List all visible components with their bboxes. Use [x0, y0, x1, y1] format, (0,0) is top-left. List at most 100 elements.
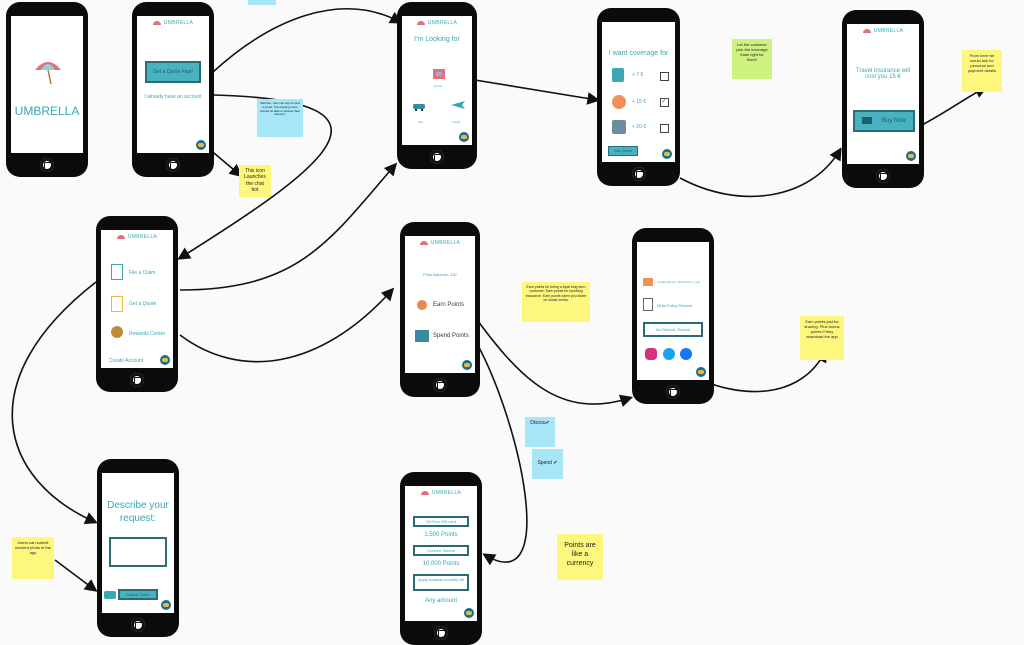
arrow-looking-to-coverage [474, 79, 601, 105]
screen-splash: UMBRELLA [11, 16, 83, 153]
note-incident-photo: Users can submit incident photo in the a… [12, 537, 54, 579]
umbrella-logo-icon [420, 490, 429, 495]
chat-bot-icon[interactable] [662, 149, 672, 159]
chat-bot-icon[interactable] [161, 600, 171, 610]
luggage-icon [612, 68, 624, 82]
home-button[interactable] [876, 169, 890, 183]
coverage-price-2: + 15 € [632, 99, 647, 105]
quote-icon [111, 296, 123, 312]
submit-claim-button[interactable]: Submit Claim [118, 589, 158, 600]
note-account: Member, user can sign-in and a quote. Pr… [257, 99, 303, 137]
medal-icon [111, 326, 123, 338]
request-text-area[interactable] [109, 537, 167, 567]
chat-bot-icon[interactable] [696, 367, 706, 377]
looking-item-travel: Travel [452, 120, 461, 124]
chat-bot-icon[interactable] [459, 132, 469, 142]
document-icon [643, 298, 653, 311]
create-account-link[interactable]: Create Account [109, 358, 144, 364]
phone-splash: UMBRELLA [6, 2, 88, 177]
clipboard-icon [111, 264, 123, 280]
note-currency: Points are like a currency [557, 534, 603, 580]
chat-bot-icon[interactable] [464, 608, 474, 618]
coverage-checkbox-2[interactable]: ✓ [660, 96, 669, 107]
app-header: UMBRELLA [405, 490, 477, 496]
home-button[interactable] [433, 378, 447, 392]
home-button[interactable] [40, 158, 54, 172]
bags-icon [415, 330, 429, 342]
coverage-price-3: + 20 € [632, 124, 647, 130]
home-button[interactable] [166, 158, 180, 172]
reward-bill-points: Any amount [424, 598, 458, 604]
phone-request: Describe your request: Submit Claim [97, 459, 179, 637]
check-icon: ✔ [553, 460, 558, 466]
splash-title: UMBRELLA [14, 104, 80, 118]
home-icon[interactable] [432, 66, 446, 80]
chat-bot-icon[interactable] [196, 140, 206, 150]
phone-coverage: I want coverage for + 7 € + 15 € ✓ + 20 … [597, 8, 680, 186]
earn-points-link[interactable]: Earn Points [433, 302, 465, 308]
arrow-start-to-looking [212, 8, 403, 73]
plane-icon[interactable] [450, 98, 466, 112]
home-button[interactable] [631, 167, 646, 181]
home-button[interactable] [434, 626, 448, 640]
note-pick-coverage: Let the customer pick the coverage thats… [732, 39, 772, 79]
hands-icon [612, 95, 626, 109]
car-icon[interactable] [412, 101, 426, 111]
instagram-icon[interactable] [645, 348, 657, 360]
chat-bot-icon[interactable] [462, 360, 472, 370]
request-title: Describe your request: [107, 500, 169, 524]
arrow-photo-note [54, 559, 98, 592]
buy-now-button[interactable]: Buy Now [853, 110, 915, 132]
note-chat-bot: This icon Launches the chat bot [239, 165, 271, 197]
screen-earn: Loyalty Bonus: 150 Points / year Multi-P… [637, 242, 709, 380]
coverage-get-quote-button[interactable]: Get Quote [608, 146, 638, 156]
reward-gift-card[interactable]: 15 Euro Gift card [413, 516, 469, 527]
check-icon: ✓ [661, 96, 668, 105]
home-button[interactable] [430, 150, 444, 164]
note-payment: From here we would ask for personal and … [962, 50, 1002, 92]
home-button[interactable] [130, 373, 144, 387]
menu-item-rewards[interactable]: Rewards Center [129, 331, 166, 337]
refund-box[interactable]: No Refund, Refund [643, 322, 703, 337]
note-top-blue [248, 0, 276, 5]
note-earn-info: Earn points for being a loyal long term … [522, 282, 590, 322]
menu-item-file-claim[interactable]: File a Claim [129, 270, 156, 276]
app-header: UMBRELLA [101, 234, 173, 240]
camera-icon[interactable] [104, 591, 116, 599]
screen-coverage: I want coverage for + 7 € + 15 € ✓ + 20 … [602, 22, 675, 162]
note-discount: Discou✔ [525, 417, 555, 447]
menu-item-get-quote[interactable]: Get a Quote [129, 301, 157, 307]
screen-points: UMBRELLA Point Balance: 332 Earn Points … [405, 236, 475, 373]
spend-points-link[interactable]: Spend Points [433, 333, 469, 339]
chat-bot-icon[interactable] [160, 355, 170, 365]
coverage-checkbox-3[interactable] [660, 124, 669, 133]
twitter-icon[interactable] [663, 348, 675, 360]
umbrella-logo-icon [416, 20, 425, 25]
get-quote-button[interactable]: Get a Quote Fast! [145, 61, 201, 83]
arrow-spend-to-rewards [474, 339, 528, 566]
account-link[interactable]: I already have an account [144, 94, 202, 100]
phone-menu: UMBRELLA File a Claim Get a Quote Reward… [96, 216, 178, 392]
screen-request: Describe your request: Submit Claim [102, 473, 174, 613]
reward-concert[interactable]: Concert Tickets [413, 545, 469, 556]
arrow-menu-to-request [11, 281, 98, 524]
app-header: UMBRELLA [137, 20, 209, 26]
reward-concert-points: 10,000 Points [422, 561, 460, 567]
facebook-icon[interactable] [680, 348, 692, 360]
arrow-menu-to-points [179, 287, 395, 363]
coverage-checkbox-1[interactable] [660, 72, 669, 81]
umbrella-logo-icon [152, 20, 161, 25]
loyalty-bonus: Loyalty Bonus: 150 Points / year [657, 280, 701, 284]
price-text: Travel insurance will cost you 15 € [855, 68, 911, 80]
home-button[interactable] [666, 385, 680, 399]
home-button[interactable] [131, 618, 145, 632]
screen-start: UMBRELLA Get a Quote Fast! I already hav… [137, 16, 209, 153]
reward-gift-card-points: 1,500 Points [424, 532, 458, 538]
reward-bill[interactable]: Apply towards monthly bill [413, 574, 469, 591]
phone-looking: UMBRELLA I'm Looking for Home Car Travel [397, 2, 477, 169]
note-spend: Spend ✔ [532, 449, 563, 479]
coverage-price-1: + 7 € [632, 72, 644, 78]
looking-item-car: Car [418, 120, 423, 124]
chat-bot-icon[interactable] [906, 151, 916, 161]
phone-points: UMBRELLA Point Balance: 332 Earn Points … [400, 222, 480, 397]
